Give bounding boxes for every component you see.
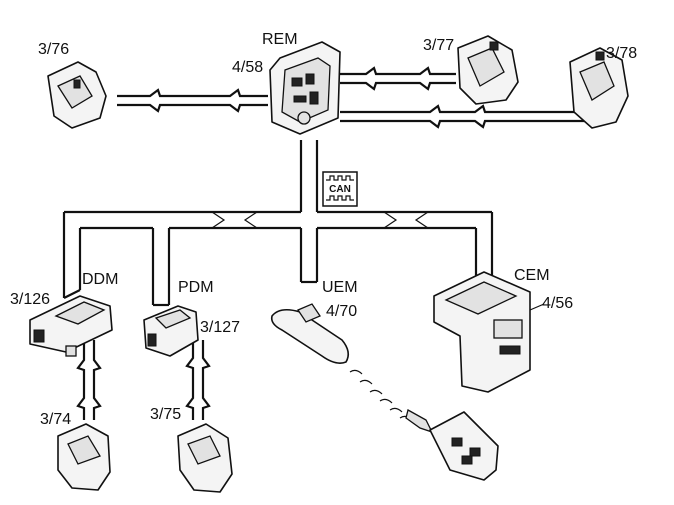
label-4-70: 4/70 <box>326 303 357 320</box>
label-uem: UEM <box>322 279 358 296</box>
switch-3-78 <box>569 47 629 129</box>
cem-module <box>433 271 545 393</box>
ddm-module <box>29 295 113 357</box>
uem-mirror <box>270 303 350 364</box>
switch-3-74 <box>57 423 111 491</box>
label-ddm: DDM <box>82 271 118 288</box>
switch-3-77 <box>457 35 519 105</box>
pdm-module <box>143 305 199 357</box>
can-symbol: CAN <box>322 171 358 207</box>
can-label: CAN <box>329 184 351 195</box>
switch-3-76 <box>47 61 107 129</box>
label-3-77: 3/77 <box>423 37 454 54</box>
link-ddm-374 <box>76 340 102 420</box>
link-rem-376 <box>117 88 268 113</box>
label-3-126: 3/126 <box>10 291 50 308</box>
link-pdm-375 <box>185 340 211 420</box>
radio-signal <box>349 369 413 421</box>
label-pdm: PDM <box>178 279 214 296</box>
key-fob <box>405 409 499 481</box>
label-3-76: 3/76 <box>38 41 69 58</box>
link-rem-377 <box>340 66 456 91</box>
label-3-75: 3/75 <box>150 406 181 423</box>
can-bus <box>62 140 494 307</box>
label-rem: REM <box>262 31 298 48</box>
label-3-127: 3/127 <box>200 319 240 336</box>
label-4-56: 4/56 <box>542 295 573 312</box>
rem-module <box>269 41 341 135</box>
link-rem-378 <box>340 104 594 129</box>
label-rem-code: 4/58 <box>232 59 263 76</box>
label-3-78: 3/78 <box>606 45 637 62</box>
label-3-74: 3/74 <box>40 411 71 428</box>
label-cem: CEM <box>514 267 550 284</box>
switch-3-75 <box>177 423 233 493</box>
